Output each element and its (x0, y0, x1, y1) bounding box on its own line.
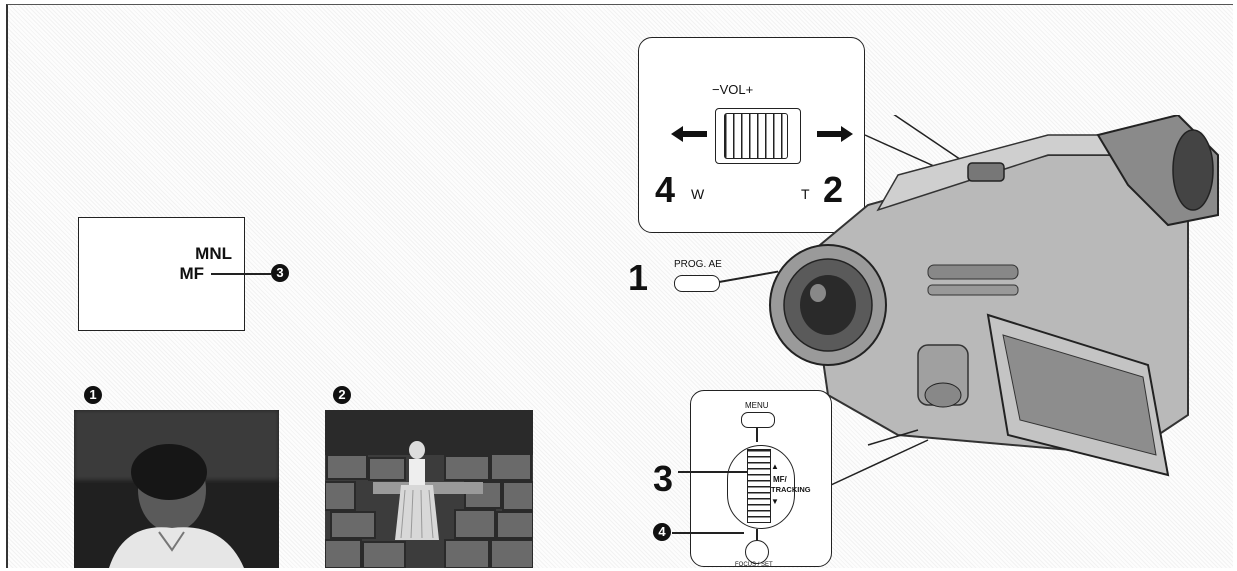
menu-dial-inset: MENU ▲ MF/ TRACKING ▼ FOCUS / SET (690, 390, 832, 567)
dial-label-line1: MF/ (773, 475, 787, 484)
focus-set-button[interactable] (745, 540, 769, 564)
zoom-step-4: 4 (655, 172, 675, 208)
callout-2-photo: 2 (333, 386, 351, 404)
menu-label: MENU (745, 401, 769, 410)
menu-divider (756, 428, 758, 442)
mf-leader-line (211, 273, 271, 275)
arrow-left-icon (669, 124, 709, 144)
wide-label: W (691, 186, 704, 202)
set-leader-line (672, 532, 744, 534)
prog-ae-label: PROG. AE (674, 259, 722, 270)
step-1-number: 1 (628, 260, 648, 296)
dial-leader-line (678, 471, 748, 473)
photo-stone-wall (325, 410, 533, 568)
dial-down-arrow: ▼ (771, 497, 779, 506)
volume-label: −VOL+ (712, 82, 753, 97)
dial-label-line2: TRACKING (771, 485, 811, 494)
portrait-image (74, 410, 279, 568)
display-mode-label: MNL (195, 244, 232, 264)
callout-1-photo: 1 (84, 386, 102, 404)
callout-3-display: 3 (271, 264, 289, 282)
diagram-frame: MNL MF 3 1 2 (6, 4, 1233, 568)
step-3-number: 3 (653, 461, 673, 497)
menu-button[interactable] (741, 412, 775, 428)
stone-wall-image (325, 410, 533, 568)
callout-4-set: 4 (653, 523, 671, 541)
prog-ae-button[interactable] (674, 275, 720, 292)
focus-set-label: FOCUS / SET (735, 562, 773, 568)
dial-up-arrow: ▲ (771, 462, 779, 471)
display-focus-label: MF (179, 264, 204, 284)
photo-portrait (74, 410, 279, 568)
mf-tracking-dial[interactable] (747, 449, 771, 523)
